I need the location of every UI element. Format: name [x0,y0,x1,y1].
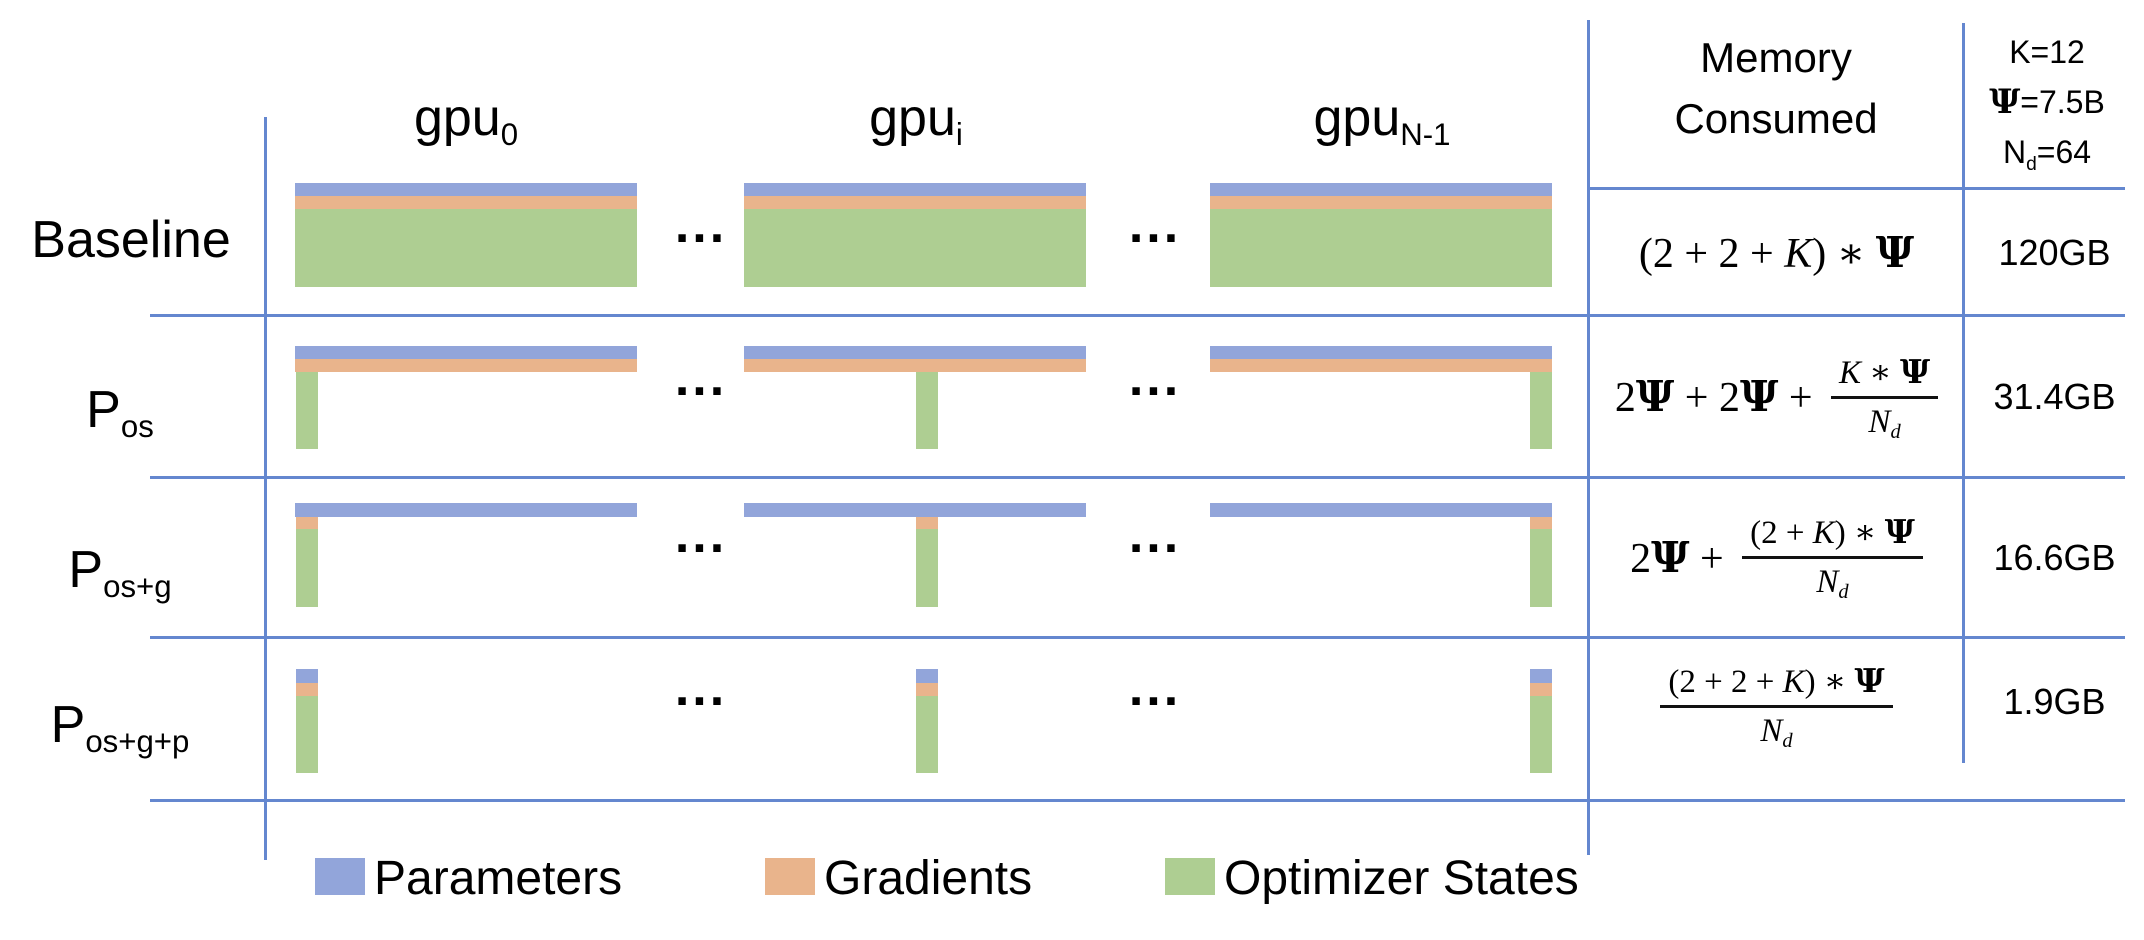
gradients-partition [1530,517,1552,529]
gradients-segment [1210,196,1552,209]
formula-pos: 2Ψ + 2Ψ + K ∗ Ψ Nd [1590,317,1963,477]
optimizer-states-segment [295,209,637,287]
parameters-segment [744,183,1086,196]
optimizer-states-partition [1530,529,1552,607]
optimizer-states-legend-label: Optimizer States [1224,851,1579,905]
gradients-partition [916,517,938,529]
ellipsis: ... [1128,349,1182,407]
memory-consumed-header: Memory Consumed [1674,34,1878,142]
pos-gpuN1-bar [1210,346,1552,450]
constants-box: K=12 Ψ=7.5B Nd=64 [1966,28,2128,177]
ellipsis: ... [1128,659,1182,717]
optimizer-states-partition [1530,372,1552,449]
optimizer-states-segment [1210,209,1552,287]
gpui-label: gpui [869,89,963,153]
gpu0-header: gpu0 [366,88,566,153]
ellipsis: ... [674,196,728,254]
constant-nd: Nd=64 [2002,134,2092,175]
fraction: (2 + 2 + K) ∗ Ψ Nd [1660,662,1893,752]
gpu0-label: gpu0 [413,89,519,153]
pos-gpu0-bar [295,346,637,450]
optimizer-states-partition [1530,696,1552,773]
value-pos: 31.4GB [1993,376,2116,417]
formula-baseline: (2 + 2 + K) ∗ Ψ [1638,227,1915,277]
parameters-segment [1210,346,1552,359]
grid-hline-memory-header [1588,187,2125,190]
posg-gpui-bar [744,503,1086,607]
posg-gpuN1-bar [1210,503,1552,607]
gradients-legend-label: Gradients [824,851,1033,905]
constant-k: K=12 [2009,34,2085,70]
ellipsis: ... [1128,196,1182,254]
grid-hline-bottom [150,799,2125,802]
gpuN1-header: gpuN-1 [1282,88,1482,153]
grid-vline-row-labels [264,117,267,860]
posgp-gpu0-bar [295,669,637,773]
baseline-gpu0-bar [295,183,637,287]
parameters-segment [295,346,637,359]
value-pos-g: 16.6GB [1993,536,2116,578]
gpui-header: gpui [816,88,1016,153]
optimizer-states-partition [296,529,318,607]
grid-hline-row1 [150,314,2125,317]
parameters-segment [744,346,1086,359]
gpuN1-label: gpuN-1 [1313,89,1451,153]
optimizer-states-partition [296,372,318,449]
optimizer-states-partition [296,696,318,773]
gradients-partition [296,683,318,696]
parameters-partition [296,669,318,683]
optimizer-states-segment [744,209,1086,287]
ellipsis: ... [1128,506,1182,564]
posg-gpu0-bar [295,503,637,607]
gradients-segment [295,196,637,209]
optimizer-states-partition [916,696,938,773]
gradients-segment [295,359,637,372]
parameters-partition [916,669,938,683]
parameters-segment [744,503,1086,517]
gradients-partition [296,517,318,529]
gradients-legend-swatch [765,858,815,895]
optimizer-states-legend-swatch [1165,858,1215,895]
parameters-segment [295,503,637,517]
row-label-pos: Pos [86,381,154,445]
ellipsis: ... [674,659,728,717]
fraction: K ∗ Ψ Nd [1831,353,1939,443]
fraction: (2 + K) ∗ Ψ Nd [1742,513,1923,603]
parameters-segment [295,183,637,196]
row-label-baseline: Baseline [31,211,231,269]
parameters-legend-label: Parameters [374,851,623,905]
grid-vline-memory-column [1587,20,1590,855]
value-pos-g-p: 1.9GB [2003,680,2106,722]
pos-gpui-bar [744,346,1086,450]
optimizer-states-partition [916,529,938,607]
parameters-legend-swatch [315,858,365,895]
value-baseline: 120GB [1998,231,2111,273]
gradients-partition [916,683,938,696]
formula-pos-g: 2Ψ + (2 + K) ∗ Ψ Nd [1590,479,1963,636]
grid-hline-row2 [150,476,2125,479]
row-label-pos-g-p: Pos+g+p [50,696,190,760]
parameters-partition [1530,669,1552,683]
parameters-segment [1210,183,1552,196]
grid-hline-row3 [150,636,2125,639]
parameters-segment [1210,503,1552,517]
grid-vline-value-column [1962,23,1965,763]
posgp-gpui-bar [744,669,1086,773]
row-label-pos-g: Pos+g [68,541,172,605]
gradients-partition [1530,683,1552,696]
ellipsis: ... [674,506,728,564]
ellipsis: ... [674,349,728,407]
baseline-gpui-bar [744,183,1086,287]
gradients-segment [744,196,1086,209]
gradients-segment [1210,359,1552,372]
optimizer-states-partition [916,372,938,449]
posgp-gpuN1-bar [1210,669,1552,773]
gradients-segment [744,359,1086,372]
baseline-gpuN1-bar [1210,183,1552,287]
constant-psi: Ψ=7.5B [1989,81,2105,122]
formula-pos-g-p: (2 + 2 + K) ∗ Ψ Nd [1590,639,1963,774]
